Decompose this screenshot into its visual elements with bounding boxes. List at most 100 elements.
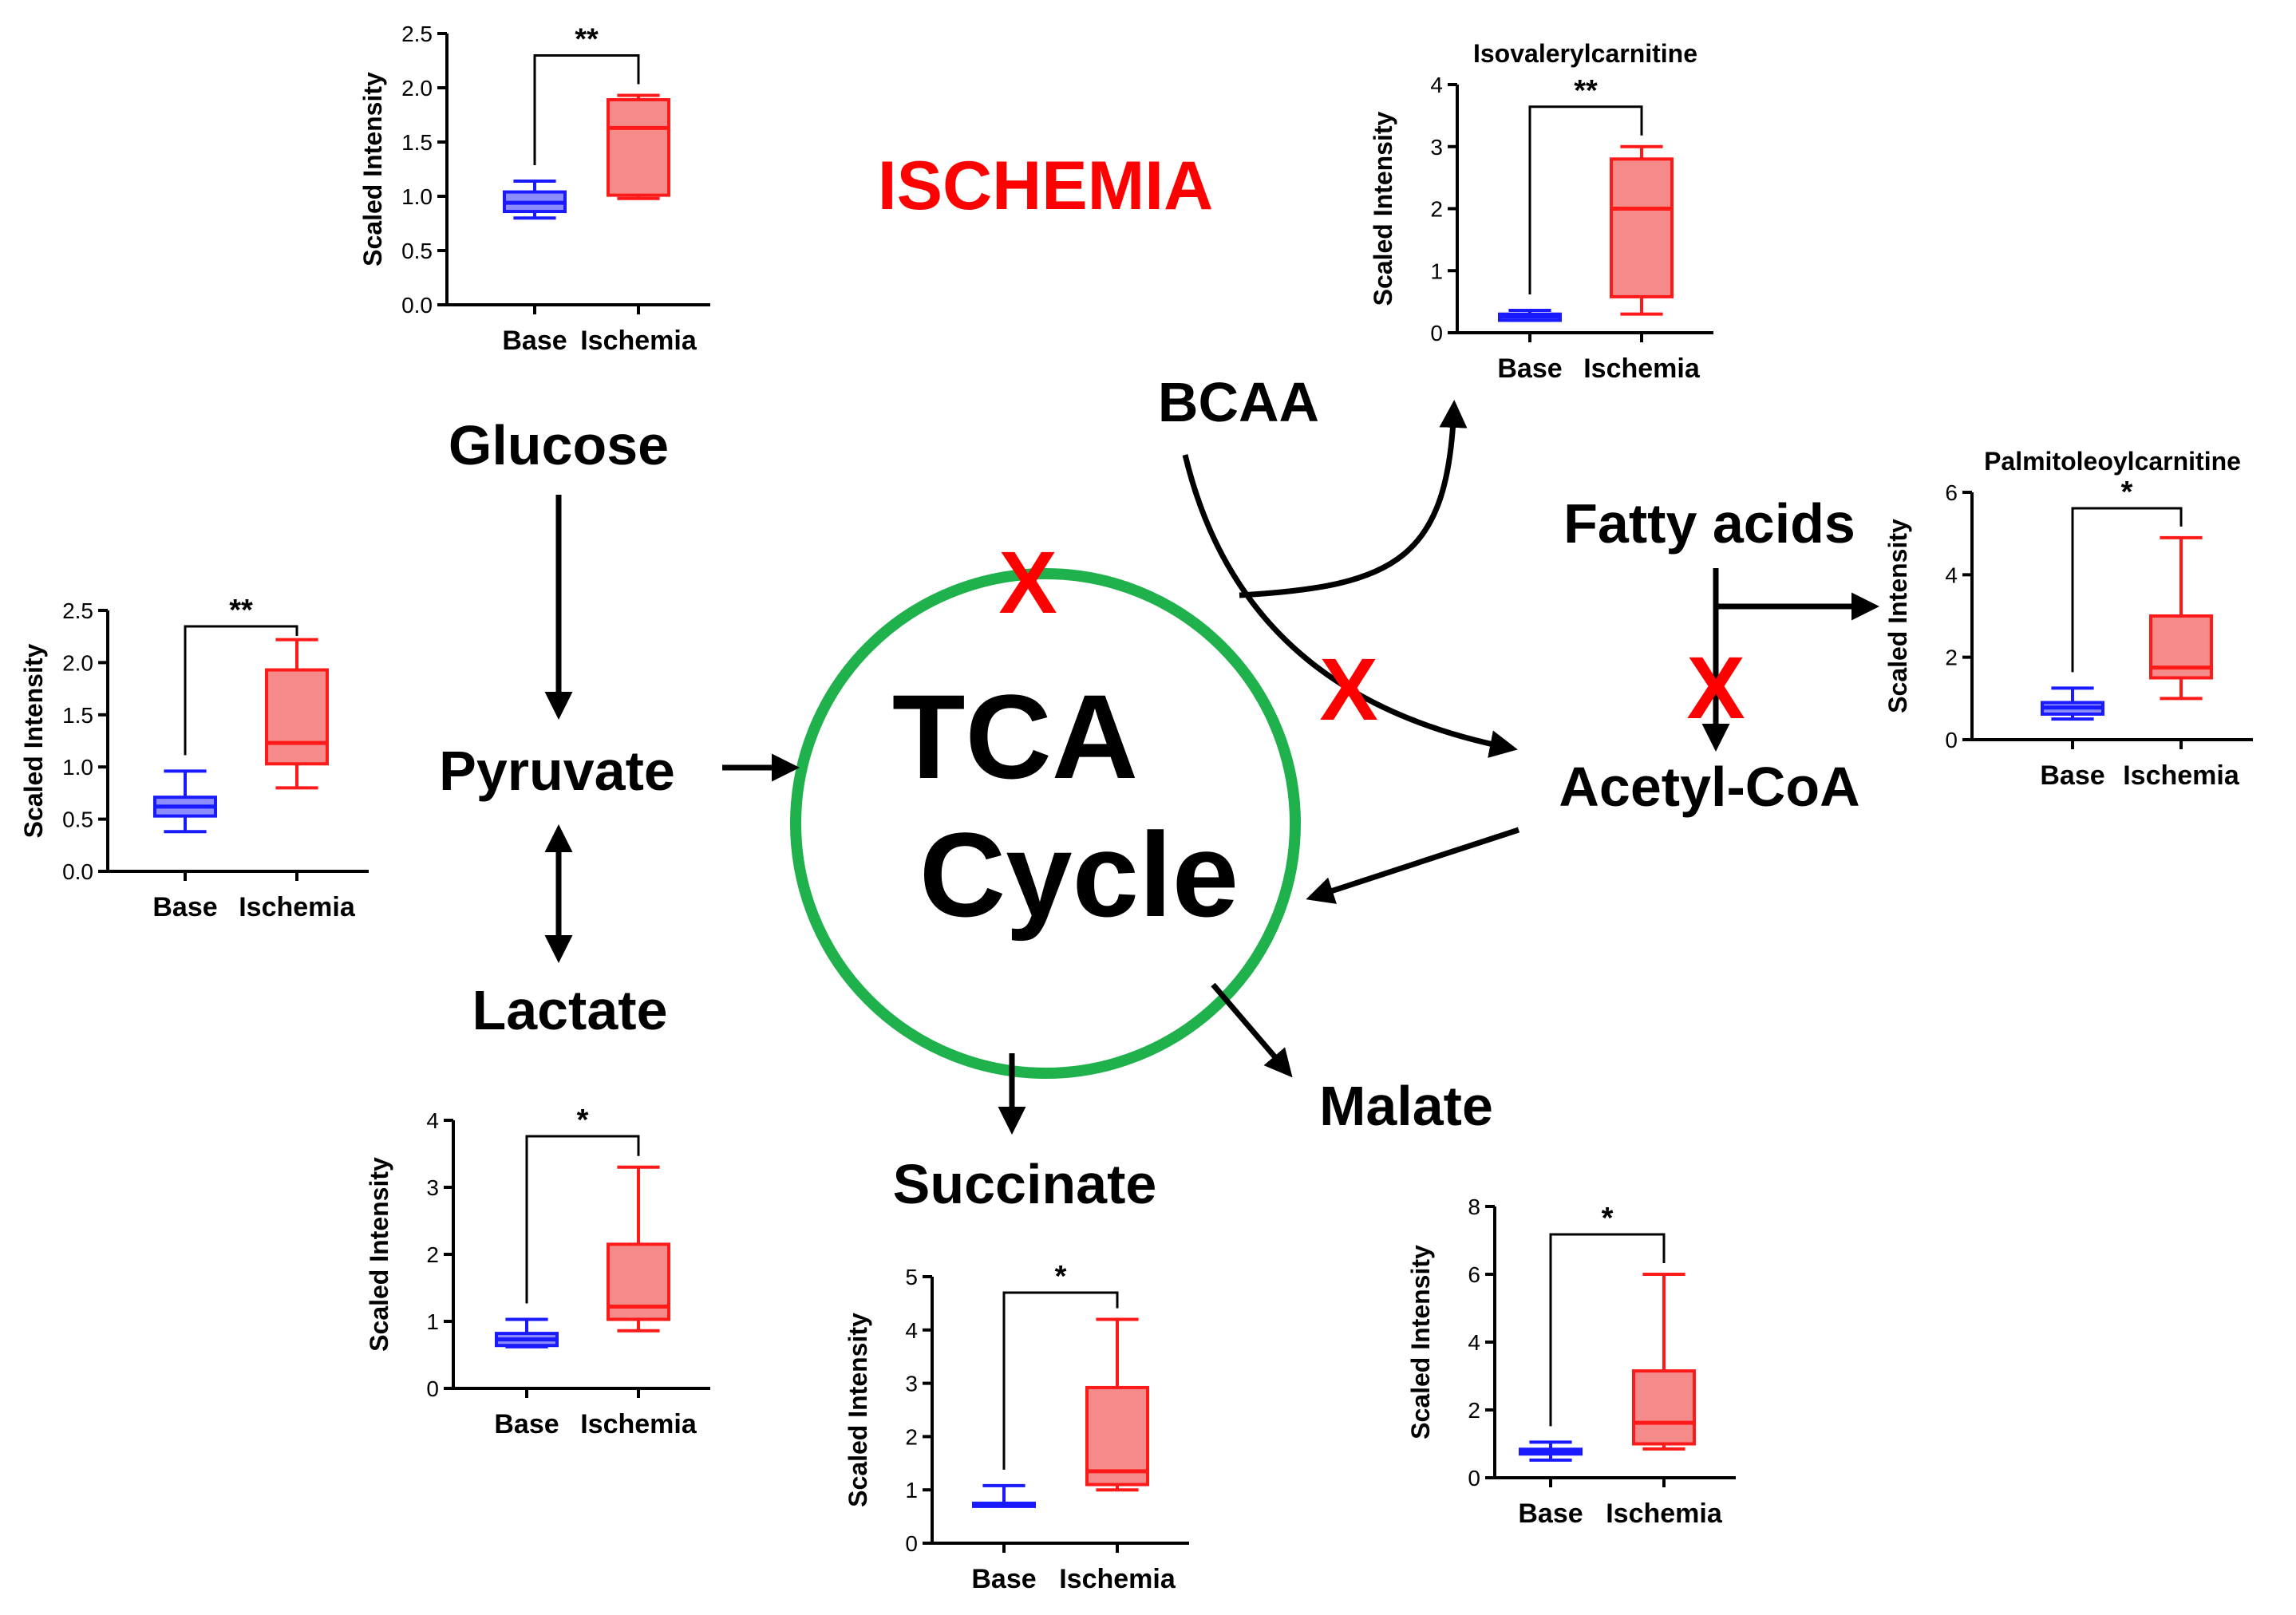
box-iqr (1632, 1369, 1696, 1446)
node-lactate: Lactate (472, 979, 667, 1041)
y-tick-label: 4 (426, 1108, 439, 1133)
y-axis-label: Scaled Intensity (19, 643, 48, 838)
y-tick-label: 2.0 (62, 650, 93, 675)
y-tick-label: 3 (905, 1372, 918, 1396)
y-tick-label: 1.5 (62, 703, 93, 728)
x-tick-label: Base (2040, 760, 2104, 791)
x-tick-label: Ischemia (580, 1409, 697, 1439)
x-tick-label: Base (971, 1564, 1036, 1594)
tca-cycle-label-line1: TCA (892, 669, 1138, 804)
x-tick-label: Ischemia (580, 326, 697, 356)
node-malate: Malate (1319, 1075, 1493, 1137)
significance-mark: * (1602, 1202, 1614, 1235)
y-tick-label: 1 (1430, 259, 1443, 283)
node-succinate: Succinate (893, 1153, 1157, 1215)
significance-mark: * (2121, 476, 2133, 509)
y-tick-label: 6 (1468, 1262, 1480, 1287)
arrow-acetylcoa-tca (1306, 827, 1520, 904)
node-fatty-acids: Fatty acids (1563, 492, 1855, 555)
significance-mark: ** (229, 594, 253, 627)
box-base (1498, 309, 1562, 322)
y-axis-label: Scaled Intensity (1406, 1245, 1435, 1439)
box-iqr (607, 97, 670, 197)
x-tick-label: Ischemia (1606, 1499, 1723, 1529)
box-base (495, 1317, 559, 1348)
y-tick-label: 0 (1945, 728, 1958, 752)
block-mark-tca: X (998, 534, 1057, 632)
y-tick-label: 1 (905, 1478, 918, 1502)
y-tick-label: 2.0 (401, 76, 433, 101)
y-axis-label: Scaled Intensity (358, 72, 387, 267)
significance-mark: * (577, 1104, 589, 1137)
chart-title: Palmitoleoylcarnitine (1984, 447, 2241, 476)
box-ischemia (1632, 1273, 1696, 1451)
box-ischemia (1085, 1317, 1149, 1492)
box-base (153, 769, 217, 834)
y-tick-label: 2 (905, 1424, 918, 1449)
box-iqr (1610, 157, 1674, 298)
significance-bracket (2071, 507, 2183, 673)
significance-mark: * (1055, 1260, 1067, 1293)
node-bcaa: BCAA (1158, 371, 1319, 433)
y-tick-label: 2 (1430, 197, 1443, 222)
y-tick-label: 3 (1430, 135, 1443, 160)
box-ischemia (607, 1165, 670, 1333)
x-tick-label: Base (1497, 353, 1562, 384)
y-tick-label: 1.0 (401, 184, 433, 209)
y-tick-label: 2 (1945, 646, 1958, 670)
y-axis-label: Scaled Intensity (1883, 519, 1912, 713)
y-tick-label: 0 (1468, 1466, 1480, 1491)
x-tick-label: Ischemia (1059, 1564, 1176, 1594)
arrow-bcaa-acetylcoa (1182, 454, 1518, 758)
tca-cycle-ring (790, 568, 1301, 1079)
y-tick-label: 0.5 (62, 808, 93, 832)
y-axis-label: Scaled Intensity (365, 1157, 393, 1352)
y-tick-label: 4 (1945, 563, 1958, 587)
x-tick-label: Ischemia (2123, 760, 2240, 791)
x-tick-label: Ischemia (239, 892, 356, 922)
significance-bracket (525, 1135, 640, 1304)
node-glucose: Glucose (449, 414, 669, 476)
y-axis-label: Scaled Intensity (1369, 111, 1397, 306)
y-tick-label: 1.5 (401, 130, 433, 155)
significance-bracket (533, 54, 640, 165)
block-mark-bcaa: X (1319, 641, 1377, 739)
box-base (972, 1483, 1036, 1508)
box-ischemia (607, 93, 670, 200)
chart-title: Isovalerylcarnitine (1473, 39, 1697, 68)
y-tick-label: 1 (426, 1309, 439, 1334)
box-base (2041, 686, 2104, 721)
significance-bracket (1549, 1233, 1666, 1427)
node-pyruvate: Pyruvate (439, 740, 675, 802)
significance-bracket (184, 625, 298, 756)
x-tick-label: Base (152, 892, 217, 922)
tca-cycle-label-line2: Cycle (919, 808, 1239, 942)
y-tick-label: 3 (426, 1175, 439, 1200)
box-ischemia (2149, 535, 2213, 701)
x-tick-label: Base (494, 1409, 559, 1439)
significance-bracket (1002, 1291, 1119, 1470)
arrow-bcaa-isovalerylcarnitine (1239, 400, 1468, 598)
figure-title: ISCHEMIA (878, 148, 1213, 224)
y-tick-label: 1.0 (62, 755, 93, 780)
y-tick-label: 6 (1945, 480, 1958, 505)
arrow-tca-malate (1211, 982, 1293, 1078)
y-tick-label: 2 (1468, 1398, 1480, 1423)
box-ischemia (265, 638, 329, 790)
y-tick-label: 0 (426, 1376, 439, 1401)
y-tick-label: 4 (1468, 1330, 1480, 1355)
y-tick-label: 2.5 (401, 22, 433, 46)
significance-mark: ** (1574, 74, 1598, 108)
box-base (1519, 1440, 1583, 1462)
node-acetyl-coa: Acetyl-CoA (1559, 756, 1859, 818)
x-tick-label: Ischemia (1583, 353, 1701, 384)
significance-mark: ** (575, 23, 599, 57)
